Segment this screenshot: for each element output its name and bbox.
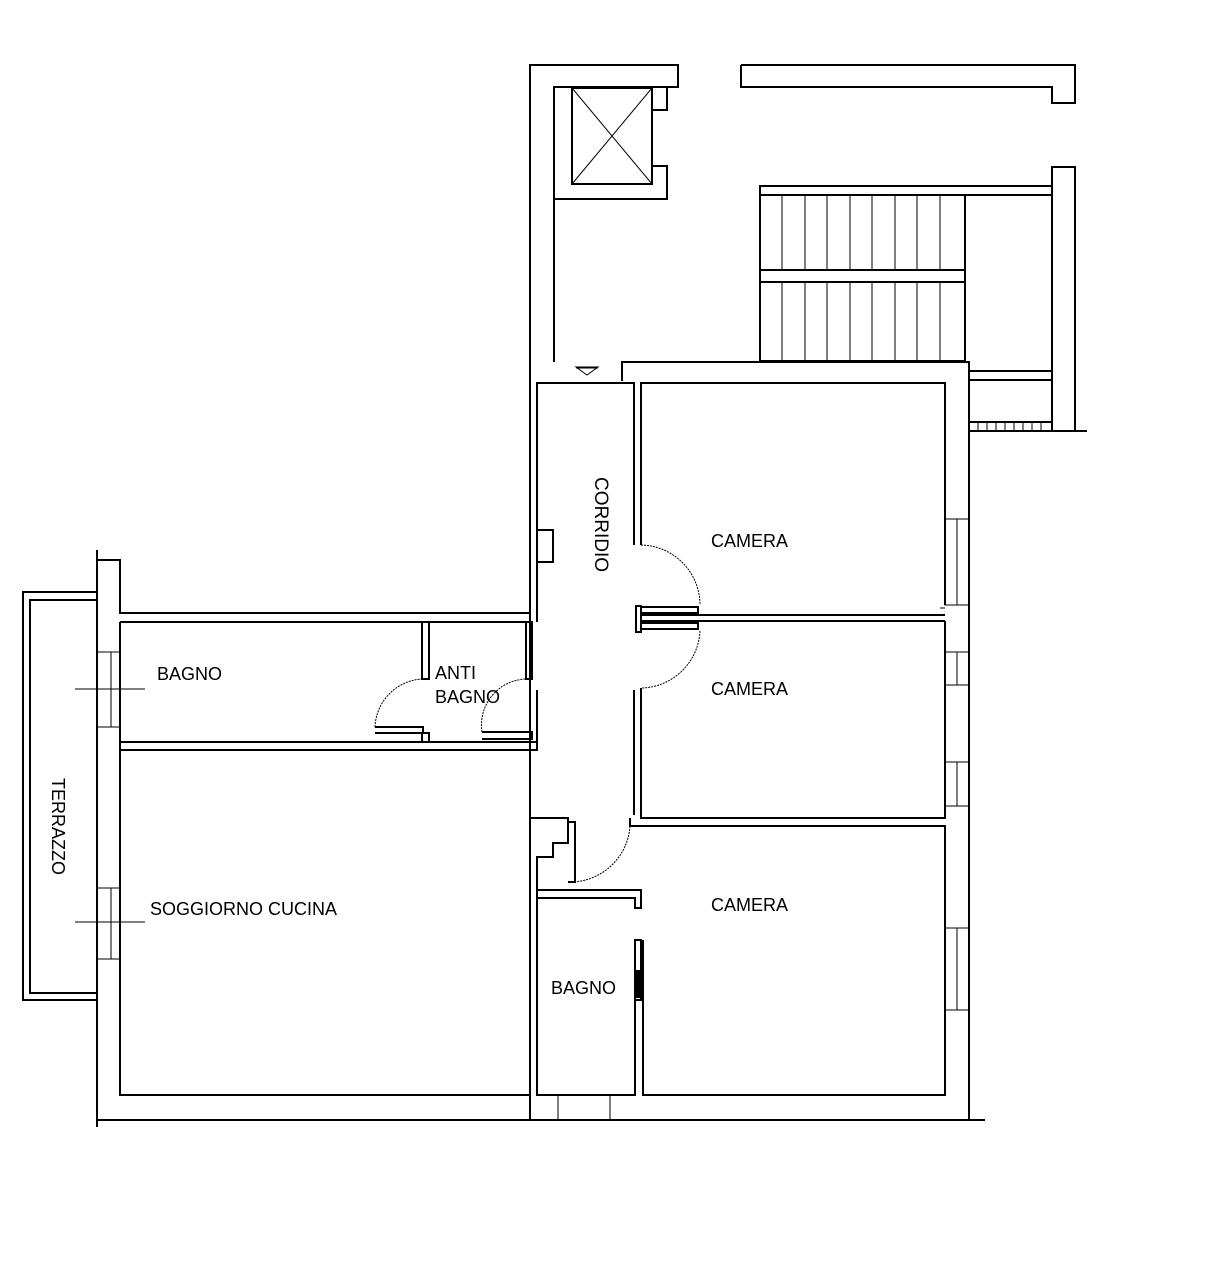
room-camera-3 xyxy=(569,818,946,1096)
level-marker-icon xyxy=(574,366,600,376)
label-camera-3: CAMERA xyxy=(711,895,789,915)
windows-right xyxy=(944,518,970,1011)
label-anti-bagno-line2: BAGNO xyxy=(435,687,501,707)
label-bagno-1: BAGNO xyxy=(157,664,223,684)
elevator-shaft xyxy=(529,64,679,1120)
label-camera-1: CAMERA xyxy=(711,531,789,551)
label-soggiorno-cucina: SOGGIORNO CUCINA xyxy=(150,899,338,919)
label-anti-bagno-line1: ANTI xyxy=(435,663,477,683)
building-wall-top xyxy=(740,64,1076,431)
room-bagno-1 xyxy=(119,613,537,1096)
label-terrazzo: TERRAZZO xyxy=(48,778,68,875)
apartment-walls xyxy=(96,361,985,1127)
label-corridoio: CORRIDIO xyxy=(590,477,611,572)
room-bagno-2 xyxy=(529,817,642,1121)
room-camera-1 xyxy=(635,382,946,633)
label-bagno-2: BAGNO xyxy=(551,978,617,998)
room-camera-2 xyxy=(640,621,946,819)
label-camera-2: CAMERA xyxy=(711,679,789,699)
room-terrazzo xyxy=(22,591,145,1001)
staircase xyxy=(759,185,1087,432)
